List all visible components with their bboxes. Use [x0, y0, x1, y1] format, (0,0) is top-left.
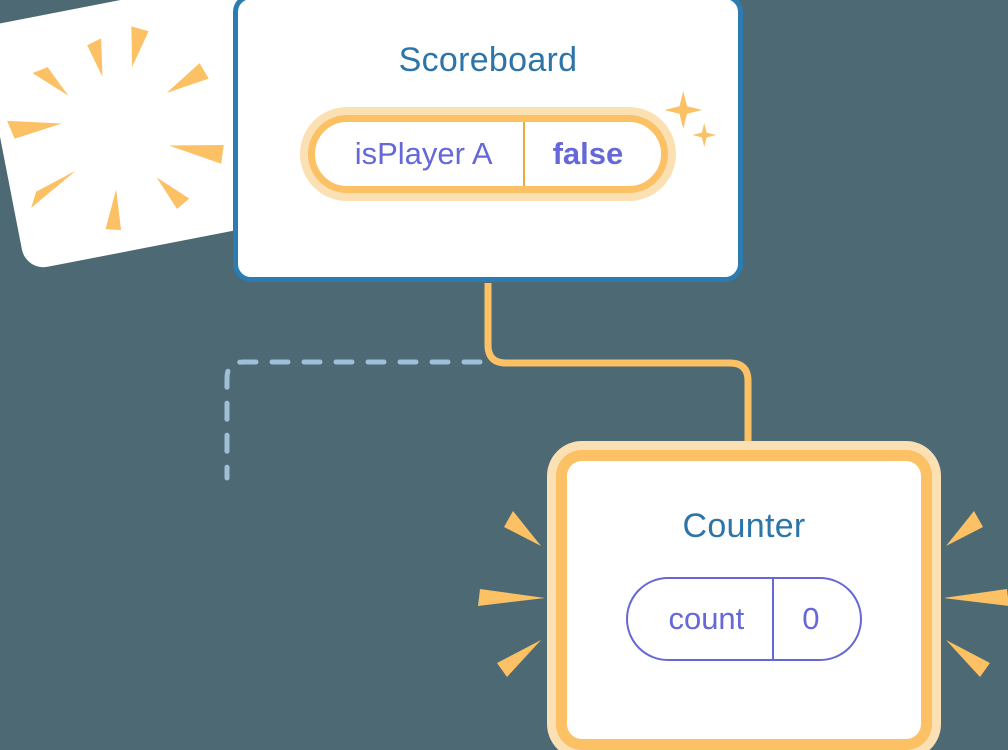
counter-title: Counter	[682, 507, 806, 545]
burst-ray	[168, 144, 224, 164]
scoreboard-state-pill-wrapper: isPlayer A false	[307, 91, 717, 193]
connector-scoreboard-to-counter	[484, 283, 752, 458]
counter-ray-left-bottom	[497, 640, 541, 677]
sparkle-group	[662, 91, 726, 161]
blank-card[interactable]	[0, 0, 287, 272]
burst-ray	[7, 120, 62, 139]
counter-pill-divider	[772, 579, 775, 659]
counter-rays-left	[478, 511, 545, 677]
sparkle-large-icon	[664, 91, 703, 129]
scoreboard-title: Scoreboard	[398, 41, 578, 79]
burst-ray	[156, 177, 190, 210]
burst-ray	[166, 63, 209, 93]
scoreboard-state-key: isPlayer A	[354, 136, 493, 171]
counter-state-value: 0	[802, 601, 820, 636]
burst-ray	[32, 67, 69, 96]
counter-card[interactable]: Counter count 0	[556, 450, 932, 750]
counter-ray-right-middle	[945, 589, 1008, 606]
burst-ray	[87, 38, 103, 77]
counter-ray-right-bottom	[946, 640, 990, 677]
counter-state-key: count	[668, 601, 745, 636]
scoreboard-state-pill[interactable]: isPlayer A false	[307, 115, 669, 193]
blank-card-burst-icon	[7, 26, 224, 231]
burst-ray	[131, 26, 149, 68]
counter-ray-left-middle	[478, 589, 545, 606]
counter-rays-right	[945, 511, 1008, 677]
sparkle-small-icon	[692, 123, 717, 147]
scoreboard-pill-divider	[522, 122, 525, 186]
burst-ray	[105, 189, 122, 231]
counter-state-pill[interactable]: count 0	[626, 577, 862, 661]
counter-ray-right-top	[946, 511, 983, 546]
scoreboard-state-value: false	[552, 136, 624, 171]
burst-ray	[31, 170, 76, 208]
scoreboard-card[interactable]: Scoreboard isPlayer A false	[233, 0, 743, 282]
counter-ray-left-top	[504, 511, 541, 546]
connector-scoreboard-to-blank-card	[224, 359, 483, 481]
